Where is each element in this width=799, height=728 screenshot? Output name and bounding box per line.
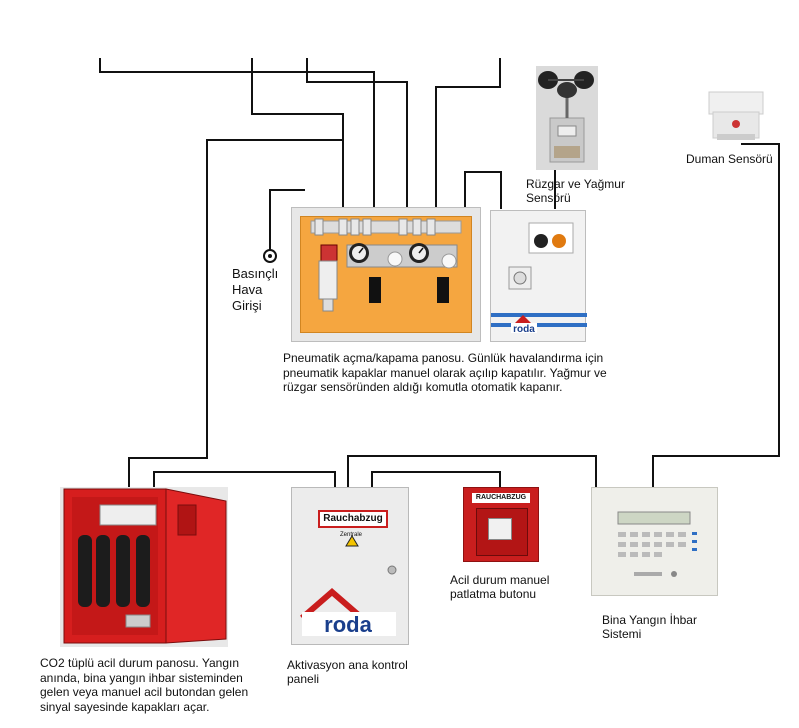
co2-panel-description: CO2 tüplü acil durum panosu. Yangın anın… [40,656,249,714]
smoke-sensor-label: Duman Sensörü [686,152,773,166]
wire-activation-alarm [347,455,597,488]
wire-top-right [435,58,501,209]
pneumatic-panel-description: Pneumatik açma/kapama panosu. Günlük hav… [283,351,607,394]
activation-panel-label: Aktivasyon ana kontrol paneli [287,658,408,686]
wind-rain-sensor-image [536,66,598,170]
wire-activation-button [371,471,501,488]
activation-panel-subtitle: Zentrale [339,532,362,538]
pressure-inlet-label: Basınçlı Hava Girişi [232,266,279,313]
wire-sensor-left [464,171,502,209]
wire-to-co2 [128,139,343,488]
wire-co2-activation [153,471,336,488]
activation-panel-sign: Rauchabzug [318,510,388,528]
wire-loop-left [251,58,344,209]
manual-button-sign: RAUCHABZUG [472,493,530,503]
smoke-sensor-image [707,90,765,144]
manual-button-label: Acil durum manuel patlatma butonu [450,573,550,601]
wire-top-left [99,58,375,209]
sensor-box-brand: roda [513,324,535,335]
activation-panel-image: Rauchabzug Zentrale roda [291,487,409,645]
wire-pressure-inlet [269,189,305,252]
sensor-control-box-image: roda [490,210,587,342]
wire-smoke-alarm [652,143,780,488]
fire-alarm-panel-image [591,487,718,596]
manual-button-image: RAUCHABZUG [463,487,539,562]
wind-rain-sensor-label: Rüzgar ve Yağmur Sensörü [526,177,625,205]
co2-cabinet-image [60,487,228,647]
fire-alarm-label: Bina Yangın İhbar Sistemi [602,613,697,641]
activation-panel-brand: roda [324,612,372,637]
wire-top-middle [306,58,408,209]
pneumatic-panel-image [291,207,481,342]
